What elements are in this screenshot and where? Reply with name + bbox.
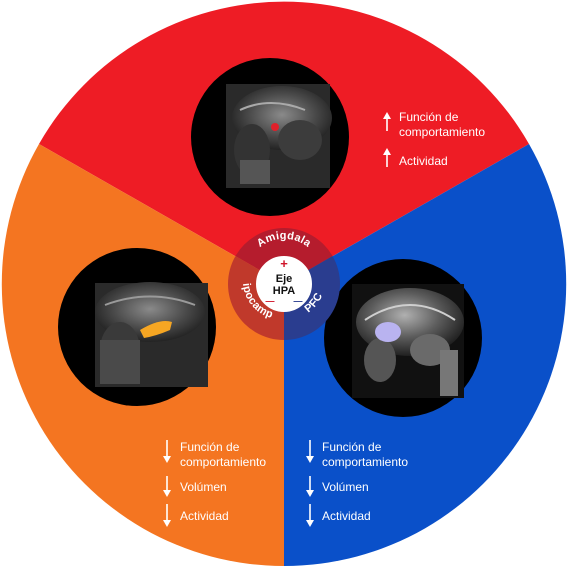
ring-pfc: [284, 256, 341, 340]
pfc-effect-1-line1: Función de: [322, 440, 382, 454]
up-arrow-icon: [383, 148, 391, 167]
ring-amygdala: [235, 227, 333, 271]
amygdala-effects: Función de comportamiento Actividad: [383, 110, 485, 168]
down-arrow-icon: [306, 476, 314, 497]
hippocampus-effect-2: Volúmen: [180, 480, 227, 494]
center-label-hpa: HPA: [273, 285, 295, 297]
pfc-scan: [324, 259, 482, 417]
center-label-eje: Eje: [276, 273, 293, 285]
down-arrow-icon: [163, 476, 171, 497]
hippocampus-effect-1-line1: Función de: [180, 440, 240, 454]
pfc-effect-3: Actividad: [322, 509, 371, 523]
center-plus: +: [280, 256, 288, 271]
hippocampus-effect-3: Actividad: [180, 509, 229, 523]
pfc-highlight: [375, 322, 401, 342]
amygdala-effect-1-line2: comportamiento: [399, 125, 485, 139]
ring-hippocampus: [227, 256, 284, 340]
amygdala-effect-1-line1: Función de: [399, 110, 459, 124]
down-arrow-icon: [163, 504, 171, 527]
center-minus-right: —: [294, 296, 303, 306]
pfc-effect-1-line2: comportamiento: [322, 455, 408, 469]
down-arrow-icon: [163, 440, 171, 463]
pfc-effects: Función de comportamiento Volúmen Activi…: [306, 440, 408, 527]
hippocampus-scan: [58, 248, 216, 406]
amygdala-scan: [191, 58, 349, 216]
hippocampus-highlight: [140, 321, 172, 338]
hippocampus-effects: Función de comportamiento Volúmen Activi…: [163, 440, 266, 527]
amygdala-effect-2: Actividad: [399, 154, 448, 168]
down-arrow-icon: [306, 504, 314, 527]
amygdala-highlight: [271, 123, 279, 131]
down-arrow-icon: [306, 440, 314, 463]
pfc-effect-2: Volúmen: [322, 480, 369, 494]
up-arrow-icon: [383, 112, 391, 131]
hippocampus-effect-1-line2: comportamiento: [180, 455, 266, 469]
center-minus-left: —: [266, 296, 275, 306]
